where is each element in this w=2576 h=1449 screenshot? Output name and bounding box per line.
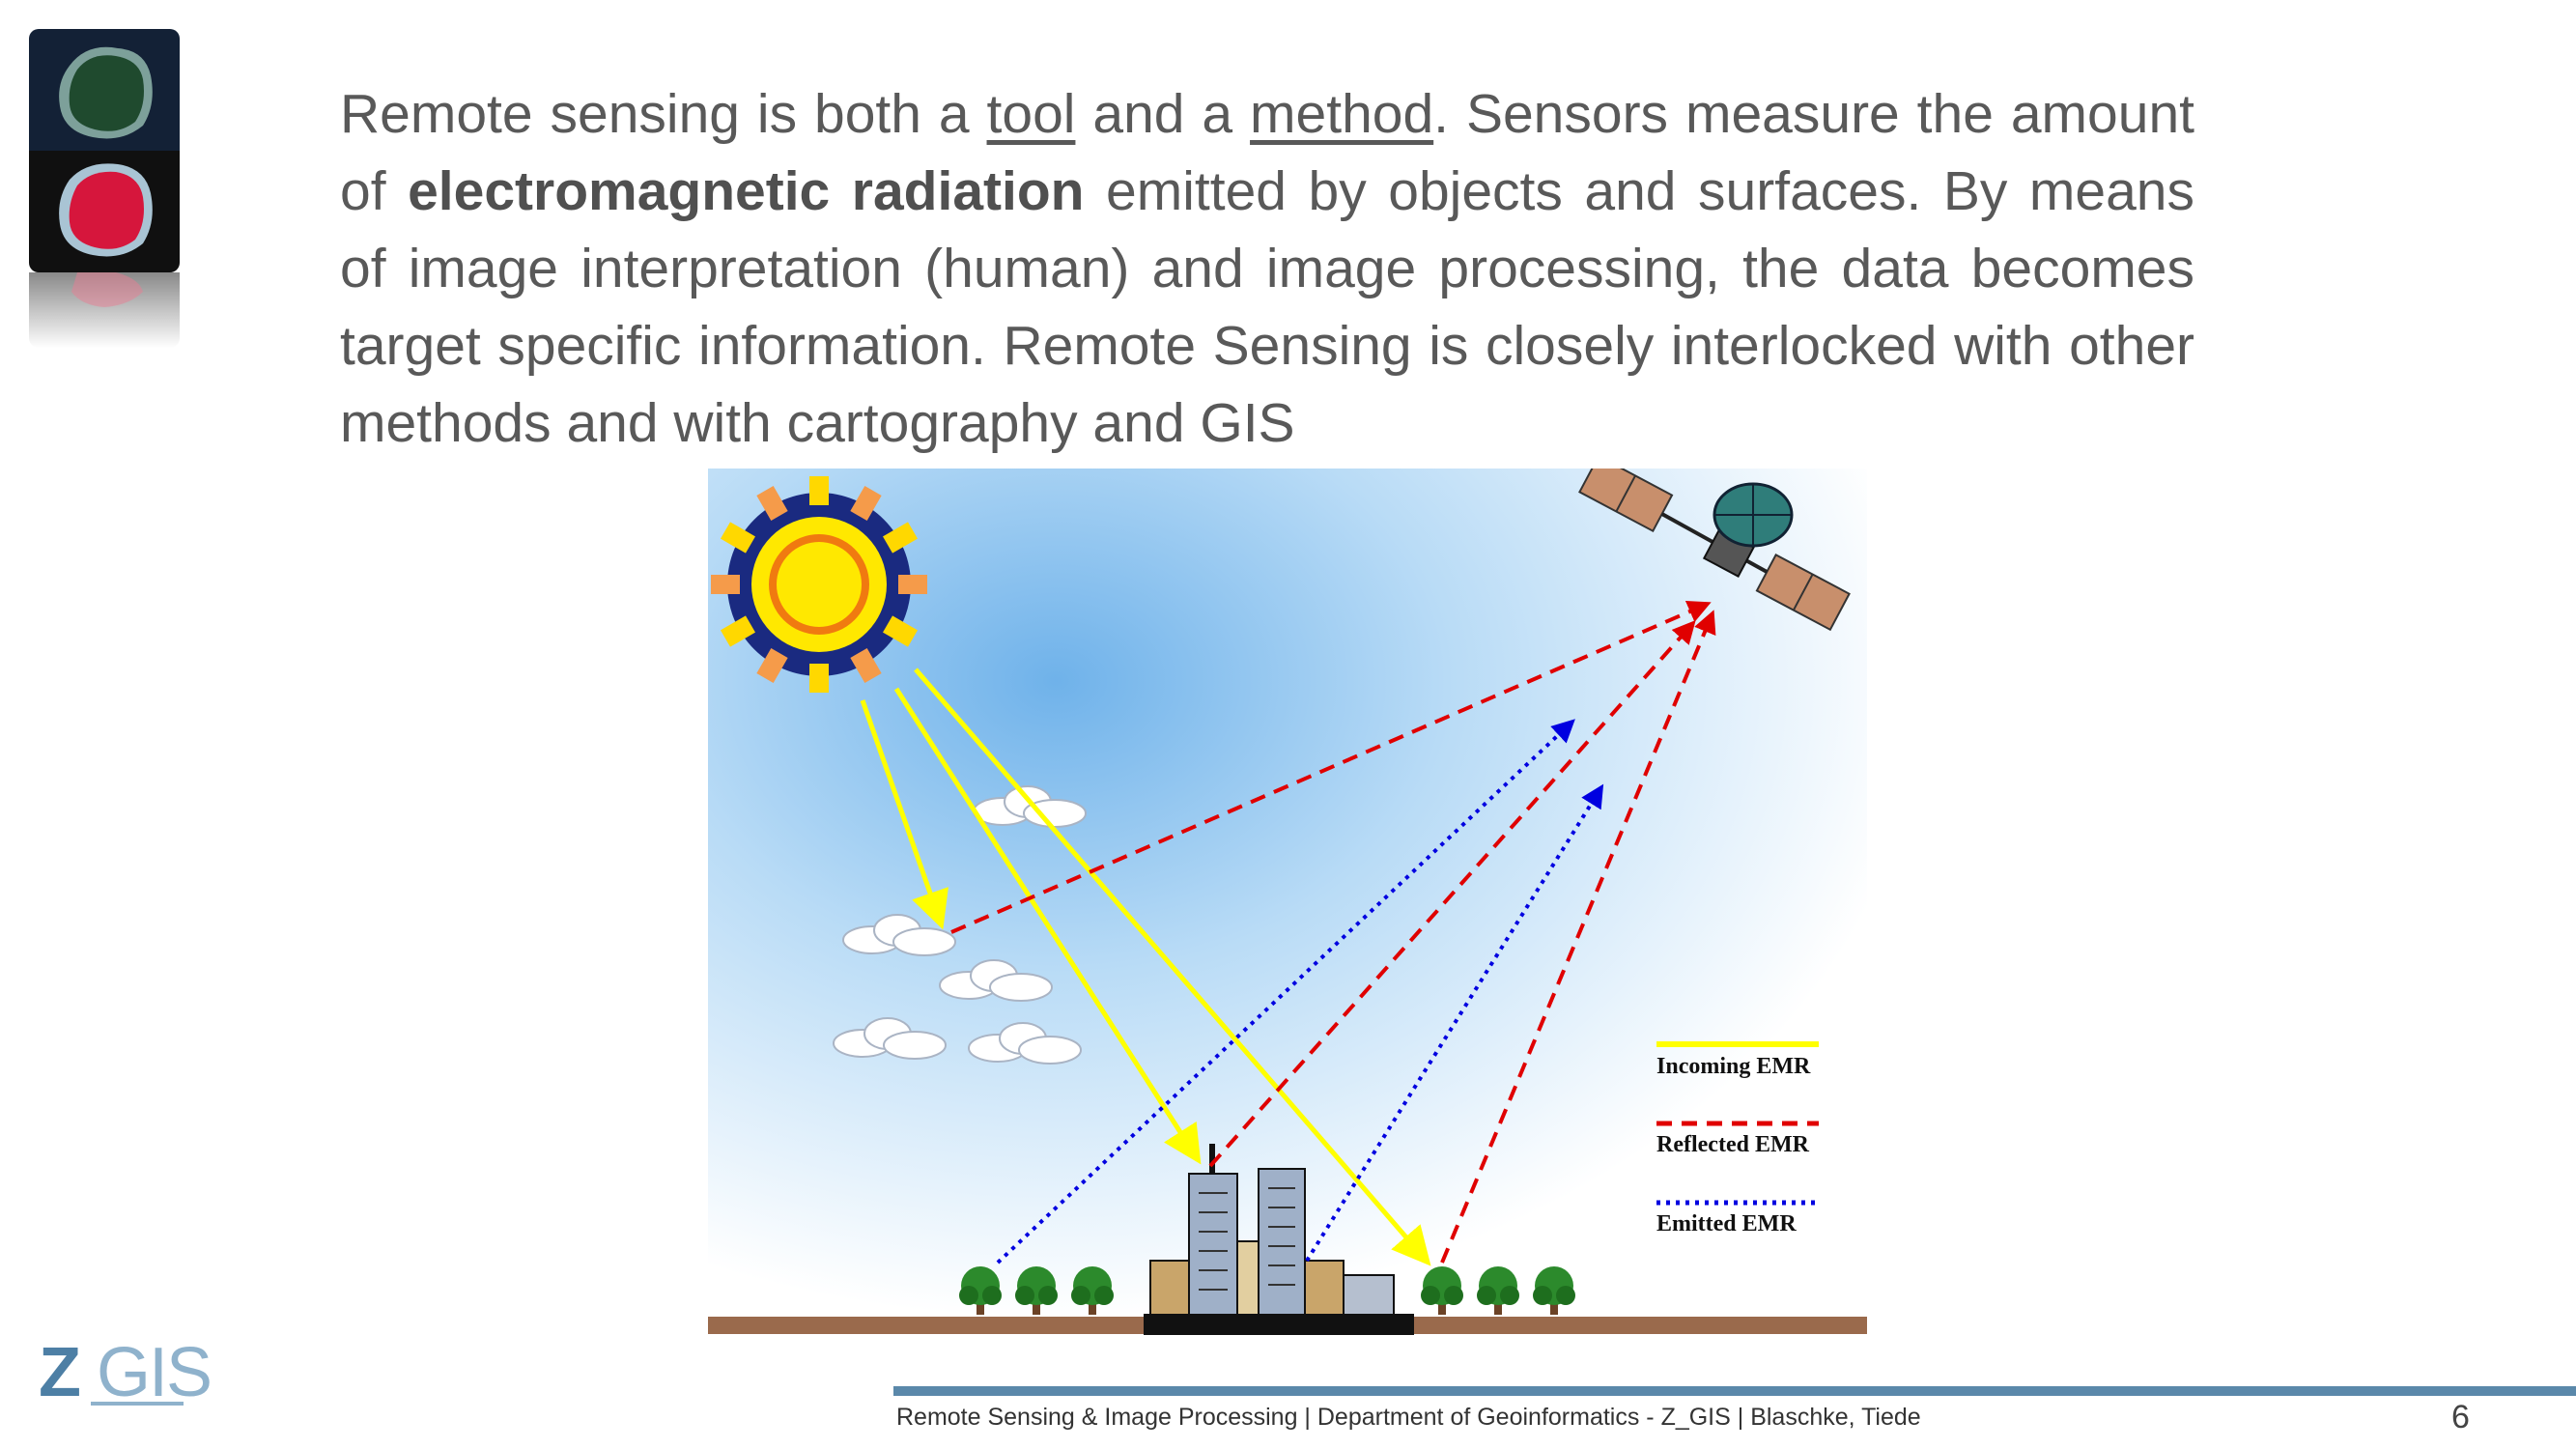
logo-underline xyxy=(91,1402,184,1406)
emitted-emr-arrows xyxy=(996,719,1604,1264)
page-number: 6 xyxy=(2451,1399,2470,1435)
satellite-icon xyxy=(1578,454,1851,632)
legend-incoming-label: Incoming EMR xyxy=(1656,1054,1811,1079)
footer-bar xyxy=(893,1386,2576,1396)
island-true-color-icon xyxy=(29,29,180,151)
para-text-4: emitted by objects and surfaces. By mean… xyxy=(340,160,2195,454)
footer-text: Remote Sensing & Image Processing | Depa… xyxy=(896,1404,1921,1431)
sun-icon xyxy=(711,476,927,693)
legend-emitted-label: Emitted EMR xyxy=(1656,1211,1797,1236)
city-buildings-icon xyxy=(1144,1144,1414,1335)
para-text-3: . Sensors measure the amount of xyxy=(340,83,2194,222)
term-method: method xyxy=(1250,83,1434,145)
zgis-logo: Z GIS xyxy=(39,1334,222,1411)
tree-icon xyxy=(959,1266,1575,1315)
para-text-2: and a xyxy=(1075,83,1251,145)
emr-illustration: Incoming EMR Reflected EMR Emitted EMR xyxy=(708,454,1867,1338)
legend: Incoming EMR Reflected EMR Emitted EMR xyxy=(1656,1041,1819,1236)
reflected-emr-arrows xyxy=(950,600,1716,1264)
term-electromagnetic-radiation: electromagnetic radiation xyxy=(408,160,1085,222)
cloud-icon xyxy=(833,785,1087,1065)
island-false-color-icon xyxy=(29,151,180,272)
logo-z: Z xyxy=(39,1334,81,1411)
incoming-emr-arrows xyxy=(860,668,1431,1266)
thumbnail-stack xyxy=(29,29,180,348)
logo-gis: GIS xyxy=(97,1334,212,1411)
emr-diagram: Incoming EMR Reflected EMR Emitted EMR xyxy=(708,454,1867,1335)
para-text-1: Remote sensing is both a xyxy=(340,83,987,145)
legend-reflected-label: Reflected EMR xyxy=(1656,1132,1810,1157)
term-tool: tool xyxy=(986,83,1076,145)
body-paragraph: Remote sensing is both a tool and a meth… xyxy=(340,75,2194,462)
thumbnail-reflection xyxy=(29,272,180,348)
